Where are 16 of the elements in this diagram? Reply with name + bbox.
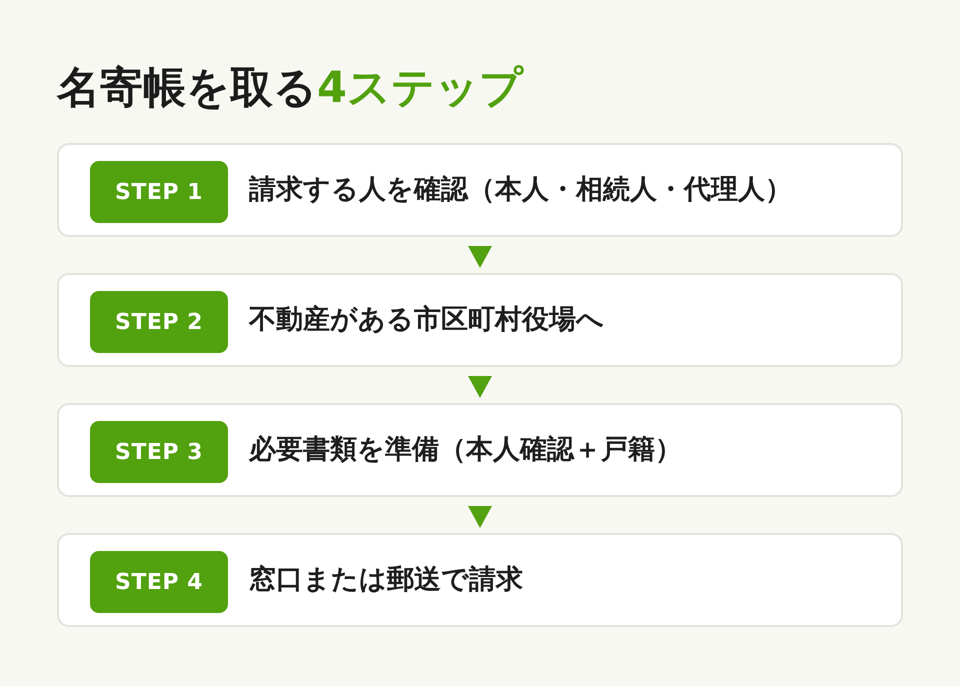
- step-badge: STEP 2: [90, 291, 228, 353]
- step-badge: STEP 3: [90, 421, 228, 483]
- step-card: [57, 533, 903, 627]
- step-card: [57, 403, 903, 497]
- arrow: [468, 246, 492, 268]
- step-card: [57, 143, 903, 237]
- step-description: 不動産がある市区町村役場へ: [249, 303, 604, 337]
- arrow: [468, 506, 492, 528]
- step-badge: STEP 4: [90, 551, 228, 613]
- title: 名寄帳を取る4ステップ: [57, 62, 523, 115]
- step-card: [57, 273, 903, 367]
- step-badge: STEP 1: [90, 161, 228, 223]
- step-description: 必要書類を準備（本人確認＋戸籍）: [249, 433, 682, 467]
- step-description: 請求する人を確認（本人・相続人・代理人）: [249, 173, 792, 207]
- arrow: [468, 376, 492, 398]
- step-description: 窓口または郵送で請求: [249, 563, 523, 597]
